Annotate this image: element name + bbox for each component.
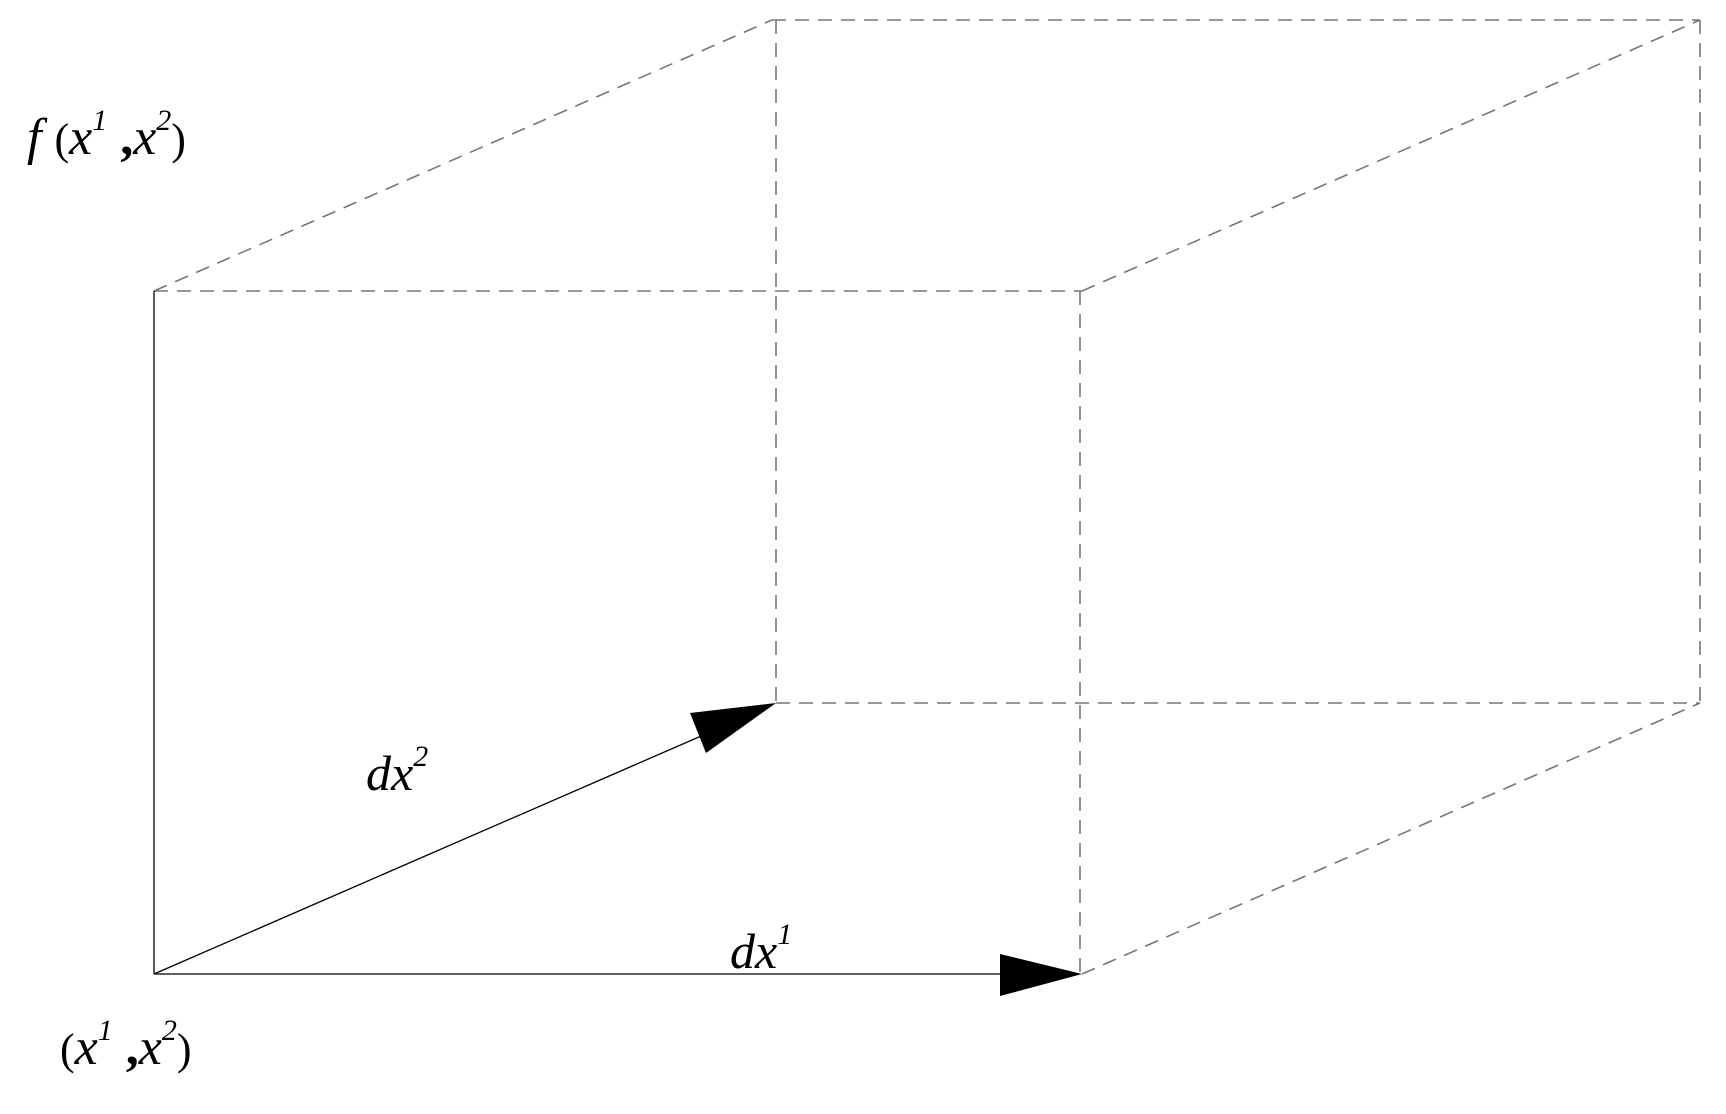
point-separator: , [125, 1019, 139, 1076]
point-var2: x [138, 1019, 162, 1076]
dashed-box-edges [153, 19, 1701, 975]
dx1-sup: 1 [777, 918, 793, 951]
function-var1: x [69, 109, 93, 166]
function-label: f (x1 ,x2) [27, 106, 186, 166]
function-sup2: 2 [156, 104, 172, 137]
dx2-base: dx [366, 745, 414, 801]
dx2-arrow-shaft [153, 729, 716, 975]
point-open-paren: ( [60, 1025, 75, 1074]
point-close-paren: ) [176, 1025, 192, 1074]
dx1-base: dx [730, 923, 778, 979]
dx2-label: dx2 [366, 742, 428, 801]
dx1-arrowhead [1000, 954, 1082, 996]
function-sup1: 1 [92, 104, 108, 137]
dx2-arrowhead [690, 703, 776, 753]
point-sup2: 2 [161, 1014, 177, 1047]
top-left-depth-edge [153, 19, 773, 292]
dx1-label: dx1 [730, 920, 792, 979]
top-right-depth-edge [1081, 19, 1701, 292]
function-close-paren: ) [171, 115, 186, 164]
function-separator: , [120, 109, 134, 166]
point-sup1: 1 [97, 1014, 113, 1047]
function-name: f [27, 109, 42, 166]
function-var2: x [133, 109, 157, 166]
function-open-paren: ( [54, 115, 70, 164]
solid-edges [153, 291, 1010, 975]
dx2-sup: 2 [413, 740, 429, 773]
point-var1: x [74, 1019, 98, 1076]
point-label: (x1 ,x2) [60, 1016, 192, 1076]
bottom-right-depth-edge [1081, 702, 1701, 975]
